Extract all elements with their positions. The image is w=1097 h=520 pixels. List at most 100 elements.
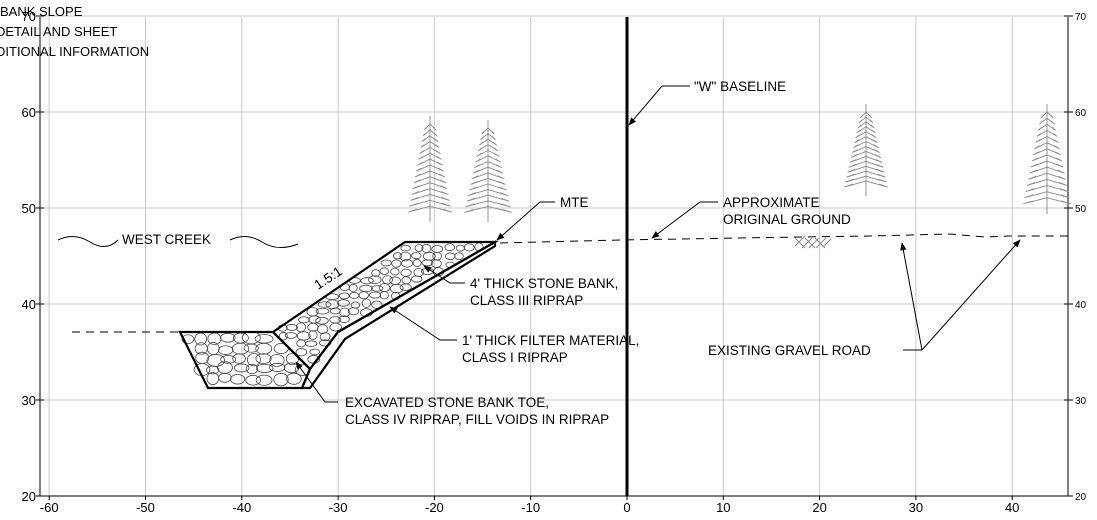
riprap-stone: [382, 275, 393, 285]
ground-label-line-1: APPROXIMATE: [723, 195, 820, 210]
riprap-stone: [285, 324, 298, 331]
riprap-stone: [255, 363, 274, 373]
riprap-stone: [194, 332, 207, 346]
x-tick-label: 10: [716, 500, 730, 515]
riprap-stone: [430, 259, 442, 268]
toe-label-line-2: CLASS IV RIPRAP, FILL VOIDS IN RIPRAP: [345, 412, 609, 427]
riprap-stone: [254, 334, 274, 344]
riprap-stone: [255, 342, 273, 355]
y-tick-label-left: 50: [22, 201, 36, 216]
riprap-stone: [315, 307, 330, 315]
riprap-stone: [246, 353, 261, 367]
riprap-stone: [232, 332, 249, 344]
filter-label-line-2: CLASS I RIPRAP: [462, 350, 568, 365]
y-tick-label-right: 20: [1075, 492, 1087, 503]
road-leader-2: [921, 239, 1021, 351]
ground-label-line-2: ORIGINAL GROUND: [723, 212, 851, 227]
riprap-stone: [296, 339, 306, 348]
x-tick-label: -50: [136, 500, 155, 515]
riprap-stone: [368, 275, 382, 285]
riprap-stones: [181, 242, 484, 387]
riprap-stone: [315, 316, 329, 325]
riprap-stone: [269, 363, 286, 372]
original-ground-line: [499, 233, 1068, 244]
riprap-stone: [329, 322, 342, 332]
riprap-stone: [339, 307, 351, 318]
toe-label-line-1: EXCAVATED STONE BANK TOE,: [345, 395, 549, 410]
riprap-stone: [358, 291, 369, 300]
corner-note-line-3: DITIONAL INFORMATION: [0, 44, 149, 59]
riprap-stone: [255, 374, 273, 386]
riprap-stone: [380, 259, 392, 267]
riprap-stone: [411, 275, 423, 283]
riprap-stone: [414, 244, 424, 252]
tree-icon: [1023, 104, 1071, 214]
frame: [39, 17, 1069, 497]
tree-icon: [464, 120, 512, 222]
x-tick-label: 20: [812, 500, 826, 515]
riprap-stone: [307, 322, 319, 332]
riprap-stone: [243, 343, 259, 353]
riprap-stone: [308, 315, 321, 324]
riprap-outlines: [178, 240, 500, 390]
riprap-stone: [338, 315, 350, 324]
riprap-stone: [230, 374, 246, 385]
y-tick-label-right: 70: [1075, 12, 1087, 23]
riprap-stone: [432, 251, 442, 261]
corner-note-line-1: BANK SLOPE: [0, 4, 83, 19]
bank-leader: [423, 265, 465, 284]
riprap-stone: [295, 348, 308, 357]
y-tick-label-left: 70: [22, 9, 36, 24]
riprap-stone: [399, 251, 412, 262]
riprap-stone: [401, 259, 413, 268]
riprap-stone: [269, 354, 285, 367]
baseline-label: "W" BASELINE: [694, 79, 786, 94]
riprap-stone: [350, 301, 361, 309]
riprap-stone: [455, 244, 465, 252]
riprap-stone: [233, 363, 250, 373]
riprap-stone: [286, 372, 302, 385]
riprap-stone: [245, 363, 259, 375]
riprap-stone: [389, 276, 401, 285]
riprap-stone: [370, 285, 384, 292]
riprap-stone: [392, 252, 403, 260]
riprap-stone: [412, 259, 422, 268]
riprap-stone: [347, 307, 360, 316]
riprap-stone: [220, 355, 237, 364]
creek-label: WEST CREEK: [122, 232, 211, 247]
riprap-stone: [401, 276, 411, 285]
riprap-stone: [463, 243, 475, 252]
riprap-stone: [368, 291, 382, 299]
riprap-stone: [296, 331, 311, 341]
toe-leader: [295, 361, 338, 403]
riprap-stone: [309, 348, 321, 356]
filter-material-class-i: [300, 240, 497, 390]
mte-label: MTE: [560, 195, 589, 210]
y-tick-label-right: 40: [1075, 300, 1087, 311]
riprap-stone: [305, 340, 318, 347]
riprap-stone: [255, 353, 272, 364]
riprap-stone: [232, 353, 246, 364]
riprap-stone: [378, 283, 391, 293]
riprap-stone: [217, 361, 233, 374]
riprap-stone: [411, 252, 422, 260]
riprap-stone: [371, 300, 383, 309]
riprap-stone: [379, 267, 390, 275]
y-tick-label-left: 40: [22, 297, 36, 312]
riprap-stone: [206, 354, 226, 367]
road-label: EXISTING GRAVEL ROAD: [708, 343, 871, 358]
riprap-stone: [284, 332, 298, 339]
riprap-stone: [371, 269, 381, 277]
riprap-stone: [337, 299, 350, 307]
riprap-stone: [361, 298, 372, 308]
x-tick-label: -30: [329, 500, 348, 515]
riprap-stone: [444, 243, 455, 252]
road-leader-1: [900, 242, 923, 351]
riprap-stone: [206, 365, 220, 375]
grid-lines: [40, 15, 1068, 496]
y-tick-label-right: 30: [1075, 396, 1087, 407]
